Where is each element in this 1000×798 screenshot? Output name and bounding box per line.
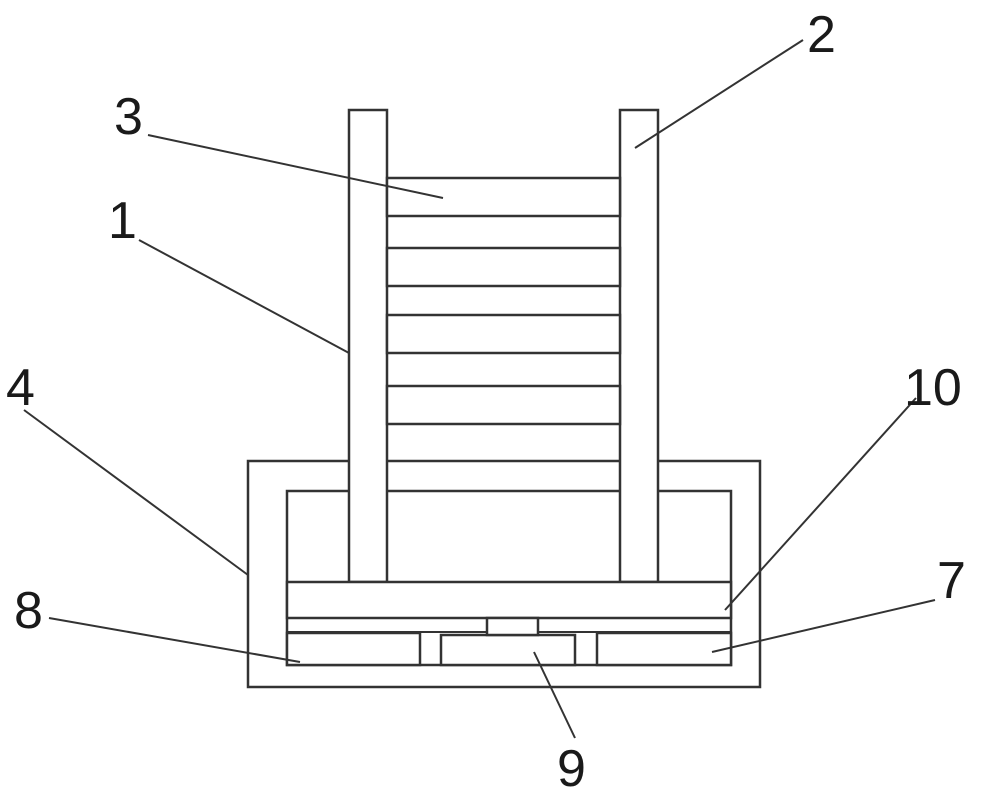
leader-9 [533,651,576,739]
left-post [347,108,389,584]
callout-7: 7 [937,552,966,610]
rung [385,246,622,288]
callout-4: 4 [6,359,35,417]
leader-2 [634,39,804,149]
leader-4 [23,409,249,576]
right-post [618,108,660,584]
callout-9: 9 [557,740,586,798]
leader-3 [147,134,444,199]
center-block [439,633,577,667]
callout-2: 2 [807,6,836,64]
callout-labels: 1 2 3 4 7 8 9 10 [6,6,966,798]
right-block [595,631,733,667]
leader-7 [711,599,936,653]
callout-8: 8 [14,582,43,640]
callout-10: 10 [904,359,962,417]
leader-lines [23,39,936,739]
leader-10 [724,397,917,611]
callout-3: 3 [114,88,143,146]
rung [385,176,622,218]
leader-8 [48,617,301,663]
leader-1 [138,239,350,354]
rungs [385,176,622,426]
callout-1: 1 [108,192,137,250]
rung [385,313,622,355]
center-connector [485,616,540,637]
left-block [285,631,422,667]
rung [385,384,622,426]
lifting-plate [285,580,733,620]
